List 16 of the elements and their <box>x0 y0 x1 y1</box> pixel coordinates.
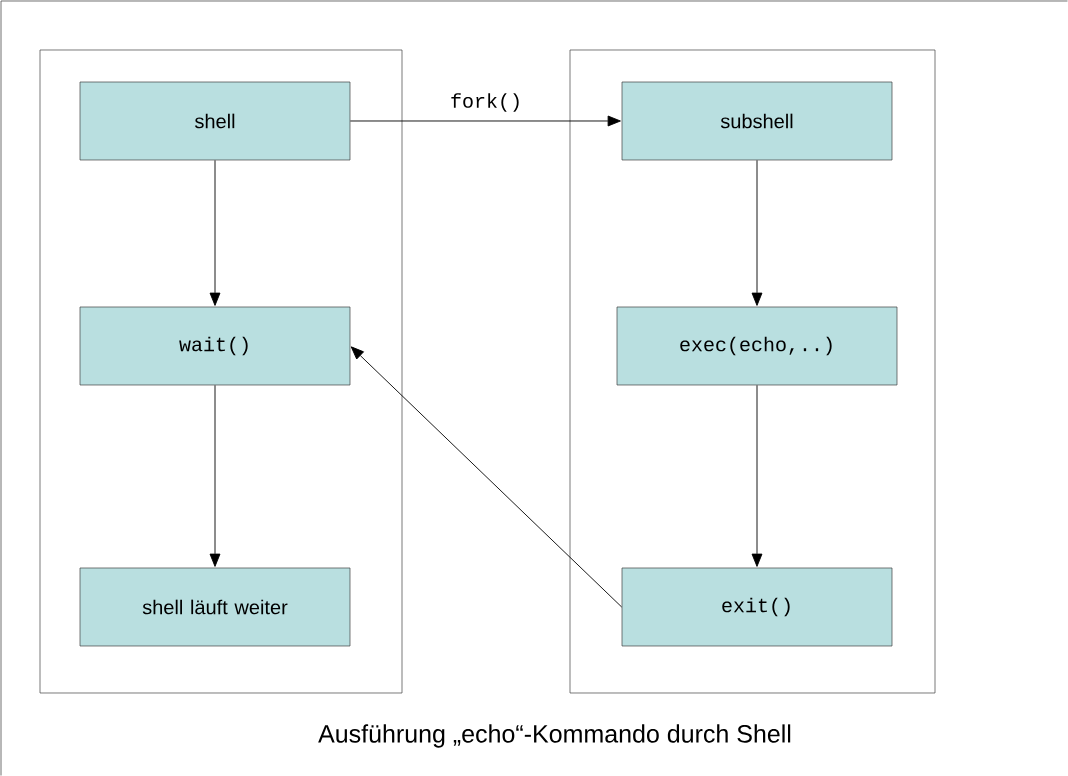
process-box: subshell <box>621 81 893 161</box>
container-box <box>569 49 936 694</box>
process-box: shell <box>79 81 351 161</box>
arrow <box>349 115 621 127</box>
process-box: exit() <box>621 567 893 647</box>
arrow <box>751 159 763 306</box>
edge-label: fork() <box>449 92 523 113</box>
process-box: wait() <box>79 306 351 386</box>
process-box: shell läuft weiter <box>79 567 351 647</box>
arrow <box>209 159 221 306</box>
arrow <box>209 384 221 567</box>
arrow <box>751 384 763 567</box>
container-box <box>39 49 403 694</box>
process-box: exec(echo,..) <box>616 306 898 386</box>
arrow <box>350 346 623 608</box>
caption: Ausführung „echo“-Kommando durch Shell <box>318 724 791 748</box>
